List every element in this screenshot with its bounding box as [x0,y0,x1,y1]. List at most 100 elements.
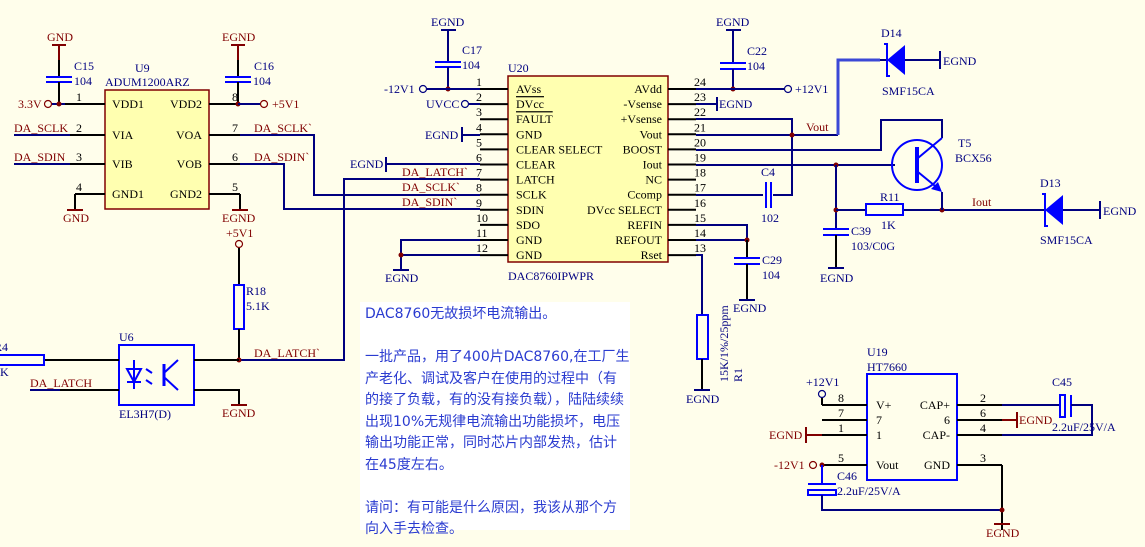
pin-num: 6 [232,150,238,164]
c46-value: 2.2uF/25V/A [837,484,901,498]
pin-num: 11 [476,226,488,240]
pin-name: Iout [643,158,663,172]
pin-num: 2 [476,90,482,104]
egnd-label: EGND [943,54,977,68]
pin-num: 4 [76,180,82,194]
u19-part: HT7660 [867,360,907,374]
pin-name: VOB [177,157,202,171]
r18-ref: R18 [246,284,266,298]
pin-num: 9 [476,196,482,210]
c29-value: 104 [762,268,780,282]
pin-num: 2 [980,391,986,405]
c16-capacitor: EGND C16 104 +5V1 [222,30,299,111]
egnd-label: EGND [431,15,465,29]
c39-capacitor: EGND C39 103/C0G [820,224,895,285]
d13-part: SMF15CA [1040,233,1093,247]
pin-num: 5 [232,180,238,194]
3v3-label: 3.3V [18,97,42,111]
d13-ref: D13 [1040,176,1061,190]
pin-name: GND [516,127,542,141]
note-box [360,302,630,530]
pin-name: Vout [876,458,899,472]
c15-value: 104 [74,74,92,88]
gnd-label: GND [63,211,89,225]
egnd-label: EGND [686,392,720,406]
c45-value: 2.2uF/25V/A [1052,420,1116,434]
pin-num: 4 [476,120,482,134]
pin-name: GND [516,233,542,247]
pin-name: GND [516,248,542,262]
egnd-label: EGND [425,128,459,142]
pin-name: SDIN [516,203,544,217]
egnd-label: EGND [986,526,1020,540]
c45-capacitor: C45 2.2uF/25V/A [1002,375,1116,436]
pin-num: 3 [476,105,482,119]
r11-ref: R11 [880,190,900,204]
c39-value: 103/C0G [851,239,895,253]
r4-resistor: R4 1K [0,340,45,379]
pin-num: 8 [838,391,844,405]
c4-capacitor: C4 102 [761,165,779,225]
pin-num: 8 [476,181,482,195]
net-da-latch-in: DA_LATCH` [402,165,468,179]
pin-name: VOA [176,128,202,142]
u19-ref: U19 [867,345,888,359]
c15-capacitor: GND C15 104 3.3V [18,30,94,111]
pin-name: BOOST [623,142,663,156]
c22-capacitor: EGND C22 104 [716,15,767,92]
pin-num: 12 [476,241,488,255]
pin-num: 17 [694,181,706,195]
u20-part: DAC8760IPWPR [508,269,594,283]
c22-value: 104 [747,59,765,73]
12v1-label: +12V1 [806,375,839,389]
pin-name: REFOUT [615,233,662,247]
pin-num: 21 [694,120,706,134]
pin-num: 1 [838,421,844,435]
5v1-label: +5V1 [226,226,253,240]
c17-ref: C17 [462,43,482,57]
c46-ref: C46 [837,469,857,483]
egnd-label: EGND [716,15,750,29]
d13-diode: EGND D13 SMF15CA [1030,176,1137,247]
u6-ref: U6 [119,330,134,344]
pin-name: DVcc SELECT [587,203,663,217]
pin-name: GND [924,458,950,472]
pin-num: 7 [232,121,238,135]
pin-num: 3 [76,150,82,164]
t5-ref: T5 [958,136,971,150]
net-da-sclk-in: DA_SCLK` [402,180,460,194]
pin-num: 14 [694,226,706,240]
egnd-label: EGND [733,301,767,315]
pin-name: AVss [516,82,541,96]
u6-part: EL3H7(D) [119,407,171,421]
u9-isolator: U9 ADUM1200ARZ 1 2 3 4 VDD1 VIA VIB GND1… [65,61,240,210]
c17-value: 104 [462,58,480,72]
pin-num: 6 [476,151,482,165]
pin-num: 3 [980,451,986,465]
u9-body [104,89,210,210]
c4-ref: C4 [761,165,775,179]
u20-body [507,75,669,263]
r1-ref: R1 [731,368,745,382]
pin-num: 18 [694,166,706,180]
u20-ref: U20 [508,61,529,75]
pin-num: 6 [980,406,986,420]
pin-num: 20 [694,135,706,149]
egnd-label: EGND [222,30,256,44]
egnd-label: EGND [1019,413,1053,427]
uvcc-label: UVCC [426,97,459,111]
r18-resistor: +5V1 R18 5.1K DA_LATCH` [226,226,320,363]
pin-name: AVdd [634,82,662,96]
r4-value: 1K [0,365,9,379]
pin-num: 13 [694,241,706,255]
pin-num: 5 [838,451,844,465]
net-da-latch-out: DA_LATCH` [254,346,320,360]
d14-part: SMF15CA [882,84,935,98]
pin-name: REFIN [627,218,662,232]
pin-num: 16 [694,196,706,210]
12v1-label: +12V1 [795,82,828,96]
pin-name: CLEAR [516,158,555,172]
pin-num: 19 [694,151,706,165]
t5-transistor: T5 BCX56 [891,136,992,192]
egnd-symbol: EGND [222,194,256,225]
